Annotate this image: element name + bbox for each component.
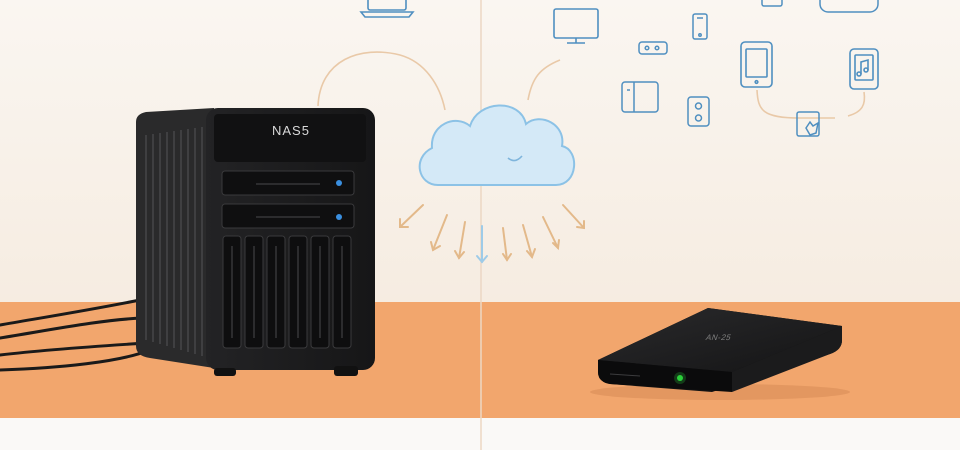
tablet-icon xyxy=(740,41,773,88)
speech-bubble-icon xyxy=(819,0,879,13)
connection-lines xyxy=(317,51,866,119)
music-tablet-icon xyxy=(849,48,879,90)
nas-device xyxy=(136,108,375,376)
device-box-icon xyxy=(621,81,659,113)
monitor-icon xyxy=(553,8,599,44)
router-icon xyxy=(638,41,668,55)
floor-bottom-band xyxy=(0,418,960,450)
external-drive xyxy=(590,308,850,400)
small-device-icon xyxy=(761,0,783,7)
phone-icon xyxy=(692,13,708,40)
data-flow-arrows xyxy=(399,204,585,264)
touch-tablet-icon xyxy=(796,111,820,137)
cloud-icon xyxy=(418,104,576,186)
speaker-icon xyxy=(687,96,710,127)
laptop-icon xyxy=(359,0,415,18)
